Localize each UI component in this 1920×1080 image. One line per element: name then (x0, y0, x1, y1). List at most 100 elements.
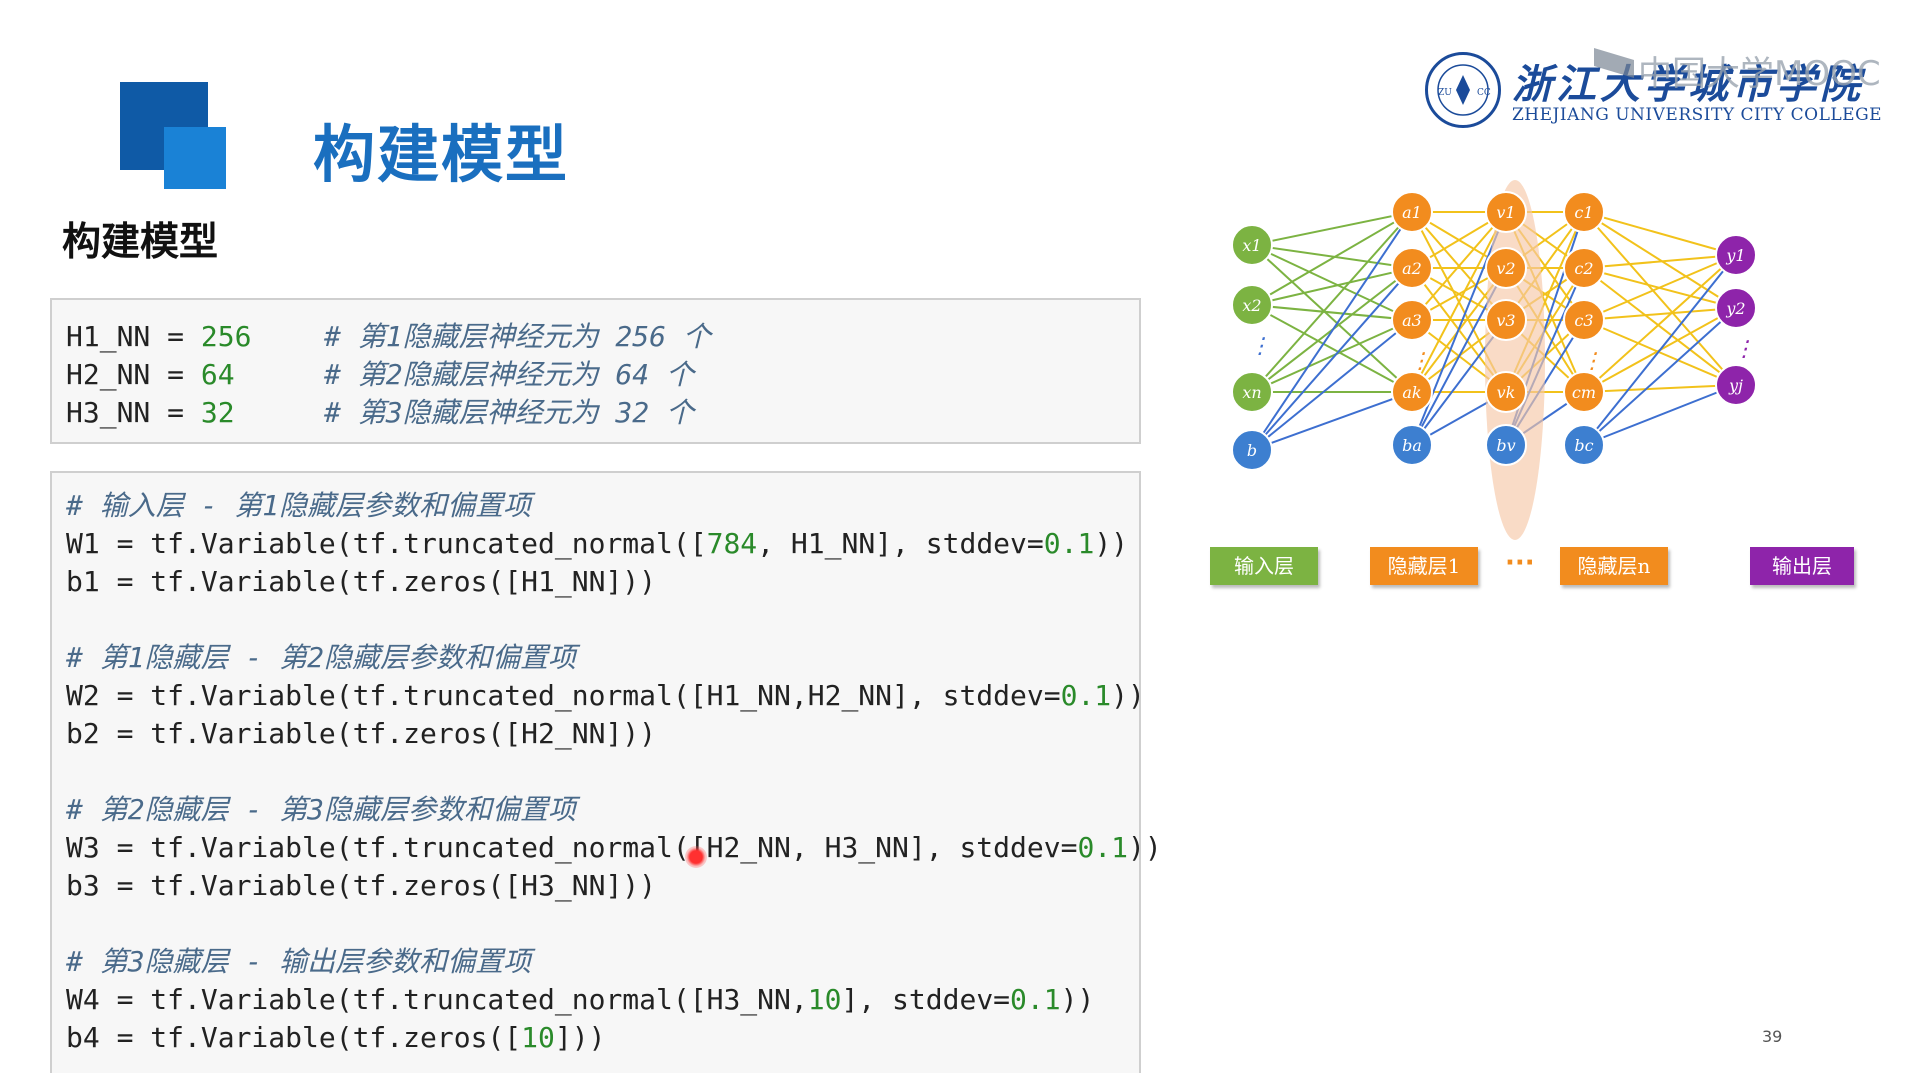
code-line: b3 = tf.Variable(tf.zeros([H3_NN])) (66, 869, 657, 902)
node-bc (1563, 424, 1605, 466)
node-bv (1485, 424, 1527, 466)
network-edge (1411, 211, 1507, 321)
network-edge (1251, 211, 1413, 451)
code-comment: # 第2隐藏层 - 第3隐藏层参数和偏置项 (66, 793, 577, 826)
node-label: ba (1402, 436, 1422, 455)
code-block-weights: # 输入层 - 第1隐藏层参数和偏置项 W1 = tf.Variable(tf.… (50, 471, 1162, 1073)
network-edge (1583, 254, 1737, 321)
node-y2 (1715, 287, 1757, 329)
slide-subtitle: 构建模型 (62, 220, 219, 265)
network-edge (1583, 254, 1737, 269)
college-name-zh: 浙江大学城市学院 (1512, 61, 1864, 108)
node-label: b (1247, 441, 1257, 460)
code-line: W3 = tf.Variable(tf.truncated_normal([H2… (66, 831, 1162, 864)
node-label: v3 (1496, 311, 1515, 330)
svg-text:CC: CC (1477, 88, 1491, 98)
network-edge (1583, 384, 1737, 446)
network-edge (1251, 211, 1413, 393)
node-x2 (1231, 284, 1273, 326)
node-label: v2 (1496, 259, 1515, 278)
node-x1 (1231, 224, 1273, 266)
node-c3 (1563, 299, 1605, 341)
code-line: H2_NN = 64# 第2隐藏层神经元为 64 个 (66, 358, 695, 391)
node-y1 (1715, 234, 1757, 276)
page-number: 39 (1762, 1027, 1783, 1046)
network-edge (1251, 211, 1413, 306)
node-label: vk (1497, 383, 1516, 402)
network-edge (1583, 267, 1737, 386)
title-decoration-square-light (164, 127, 226, 189)
node-v1 (1485, 191, 1527, 233)
laser-pointer-cursor (685, 846, 707, 868)
node-label: x1 (1242, 236, 1261, 255)
node-label: v1 (1496, 203, 1515, 222)
ellipsis-dots: ⋮ (1409, 349, 1431, 374)
node-label: a2 (1402, 259, 1422, 278)
code-comment: # 第1隐藏层 - 第2隐藏层参数和偏置项 (66, 641, 577, 674)
college-seal-logo: ZU CC (1425, 52, 1501, 128)
neural-network-diagram: x1x2⋮xnba1a2a3⋮akbav1v2v3vkbvc1c2c3⋮cmbc… (1231, 180, 1757, 540)
node-label: c3 (1574, 311, 1593, 330)
network-edge (1583, 211, 1737, 256)
node-v3 (1485, 299, 1527, 341)
node-label: c2 (1574, 259, 1593, 278)
code-line: b4 = tf.Variable(tf.zeros([10])) (66, 1021, 606, 1054)
code-comment: # 输入层 - 第1隐藏层参数和偏置项 (66, 489, 532, 522)
label-hidden-layer-1: 隐藏层1 (1370, 547, 1478, 585)
node-label: a1 (1402, 203, 1422, 222)
node-xn (1231, 371, 1273, 413)
node-b (1231, 429, 1273, 471)
network-edge (1411, 211, 1507, 393)
network-edge (1583, 307, 1737, 321)
node-vk (1485, 371, 1527, 413)
network-edge (1583, 254, 1737, 393)
network-edge (1251, 244, 1413, 269)
ellipsis-dots: ⋮ (1733, 337, 1755, 362)
network-nodes: x1x2⋮xnba1a2a3⋮akbav1v2v3vkbvc1c2c3⋮cmbc… (1231, 191, 1757, 471)
ellipsis-dots: ⋮ (1581, 349, 1603, 374)
college-name-en: ZHEJIANG UNIVERSITY CITY COLLEGE (1512, 105, 1883, 125)
code-line: H3_NN = 32# 第3隐藏层神经元为 32 个 (66, 396, 695, 429)
network-edge (1583, 254, 1737, 446)
slide-title: 构建模型 (313, 118, 570, 191)
node-label: y1 (1725, 246, 1745, 265)
node-label: y2 (1725, 299, 1745, 318)
node-a2 (1391, 247, 1433, 289)
node-label: x2 (1242, 296, 1261, 315)
node-label: c1 (1574, 203, 1593, 222)
network-edge (1583, 319, 1737, 386)
node-label: yj (1728, 376, 1743, 395)
label-hidden-layer-n: 隐藏层n (1560, 547, 1668, 585)
code-line: b1 = tf.Variable(tf.zeros([H1_NN])) (66, 565, 657, 598)
network-edge (1251, 244, 1413, 393)
code-line: H1_NN = 256# 第1隐藏层神经元为 256 个 (66, 320, 711, 353)
node-label: a3 (1402, 311, 1422, 330)
network-edge (1251, 319, 1413, 393)
code-comment: # 第3隐藏层 - 输出层参数和偏置项 (66, 945, 532, 978)
label-ellipsis: ··· (1505, 548, 1535, 578)
network-edge (1251, 267, 1413, 306)
code-line: W1 = tf.Variable(tf.truncated_normal([78… (66, 527, 1129, 560)
node-c1 (1563, 191, 1605, 233)
node-v2 (1485, 247, 1527, 289)
ellipsis-dots: ⋮ (1249, 334, 1271, 359)
node-cm (1563, 371, 1605, 413)
network-edge (1251, 319, 1413, 451)
node-a1 (1391, 191, 1433, 233)
node-label: bc (1574, 436, 1593, 455)
network-edges (1251, 211, 1737, 451)
node-label: ak (1402, 383, 1421, 402)
network-edge (1583, 384, 1737, 393)
node-a3 (1391, 299, 1433, 341)
node-ak (1391, 371, 1433, 413)
label-input-layer: 输入层 (1210, 547, 1318, 585)
node-ba (1391, 424, 1433, 466)
network-edge (1583, 211, 1737, 309)
seal-text: ZU (1438, 88, 1452, 98)
dropout-highlight (1485, 180, 1545, 540)
label-output-layer: 输出层 (1750, 547, 1854, 585)
node-c2 (1563, 247, 1605, 289)
code-line: W2 = tf.Variable(tf.truncated_normal([H1… (66, 679, 1145, 712)
network-edge (1251, 304, 1413, 393)
node-yj (1715, 364, 1757, 406)
